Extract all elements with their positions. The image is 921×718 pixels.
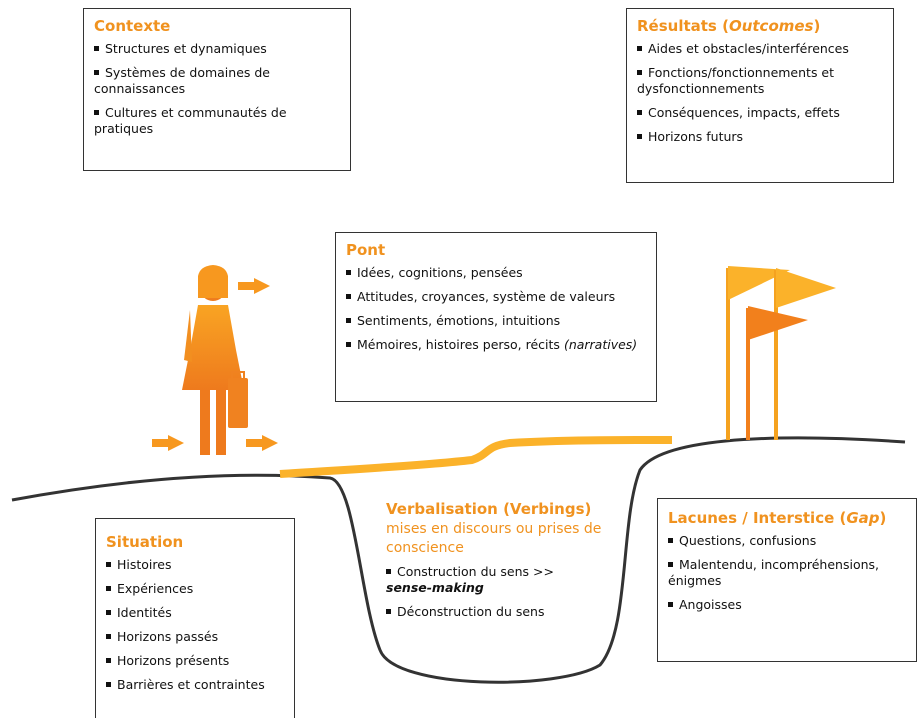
situation-title: Situation: [106, 533, 184, 551]
list-item: Construction du sens >>sense-making: [386, 564, 554, 595]
person-icon: [182, 265, 248, 455]
list-item: Mémoires, histoires perso, récits (narra…: [346, 337, 646, 353]
verbalisation-list: Construction du sens >>sense-making Déco…: [386, 564, 608, 620]
list-item: Systèmes de domaines de connaissances: [94, 65, 271, 96]
ground-curve: [11, 436, 906, 684]
flag-icon: [774, 268, 836, 440]
list-item: Déconstruction du sens: [386, 604, 608, 620]
contexte-box: Contexte Structures et dynamiques Systèm…: [83, 8, 351, 171]
list-item: Malentendu, incompréhensions, énigmes: [668, 557, 880, 588]
arrow-right-icon: [238, 278, 270, 294]
lacunes-list: Questions, confusions Malentendu, incomp…: [668, 533, 906, 613]
contexte-list: Structures et dynamiques Systèmes de dom…: [94, 41, 340, 137]
list-item: Fonctions/fonctionnements et dysfonction…: [637, 65, 835, 96]
contexte-title: Contexte: [94, 17, 171, 35]
list-item: Structures et dynamiques: [94, 41, 340, 57]
pont-box: Pont Idées, cognitions, pensées Attitude…: [335, 232, 657, 402]
resultats-list: Aides et obstacles/interférences Fonctio…: [637, 41, 883, 145]
verbalisation-block: Verbalisation (Verbings) mises en discou…: [386, 500, 608, 650]
resultats-title: Résultats (Outcomes): [637, 17, 821, 35]
lacunes-box: Lacunes / Interstice (Gap) Questions, co…: [657, 498, 917, 662]
list-item: Sentiments, émotions, intuitions: [346, 313, 646, 329]
arrow-right-icon: [152, 435, 184, 451]
list-item: Horizons futurs: [637, 129, 883, 145]
lacunes-title: Lacunes / Interstice (Gap): [668, 509, 887, 527]
list-item: Angoisses: [668, 597, 906, 613]
list-item: Horizons passés: [106, 629, 284, 645]
pont-list: Idées, cognitions, pensées Attitudes, cr…: [346, 265, 646, 353]
list-item: Cultures et communautés de pratiques: [94, 105, 287, 136]
list-item: Idées, cognitions, pensées: [346, 265, 646, 281]
verbalisation-title: Verbalisation (Verbings): [386, 500, 592, 518]
list-item: Expériences: [106, 581, 284, 597]
list-item: Attitudes, croyances, système de valeurs: [346, 289, 646, 305]
arrow-right-icon: [246, 435, 278, 451]
list-item: Horizons présents: [106, 653, 284, 669]
flag-icon: [746, 306, 808, 440]
list-item: Barrières et contraintes: [106, 677, 284, 693]
bridge: [279, 436, 673, 478]
list-item: Identités: [106, 605, 284, 621]
verbalisation-subtitle: mises en discours ou prises de conscienc…: [386, 521, 602, 556]
situation-list: Histoires Expériences Identités Horizons…: [106, 557, 284, 693]
situation-box: Situation Histoires Expériences Identité…: [95, 518, 295, 718]
list-item: Questions, confusions: [668, 533, 906, 549]
list-item: Conséquences, impacts, effets: [637, 105, 883, 121]
list-item: Aides et obstacles/interférences: [637, 41, 883, 57]
resultats-box: Résultats (Outcomes) Aides et obstacles/…: [626, 8, 894, 183]
list-item: Histoires: [106, 557, 284, 573]
pont-title: Pont: [346, 241, 386, 259]
